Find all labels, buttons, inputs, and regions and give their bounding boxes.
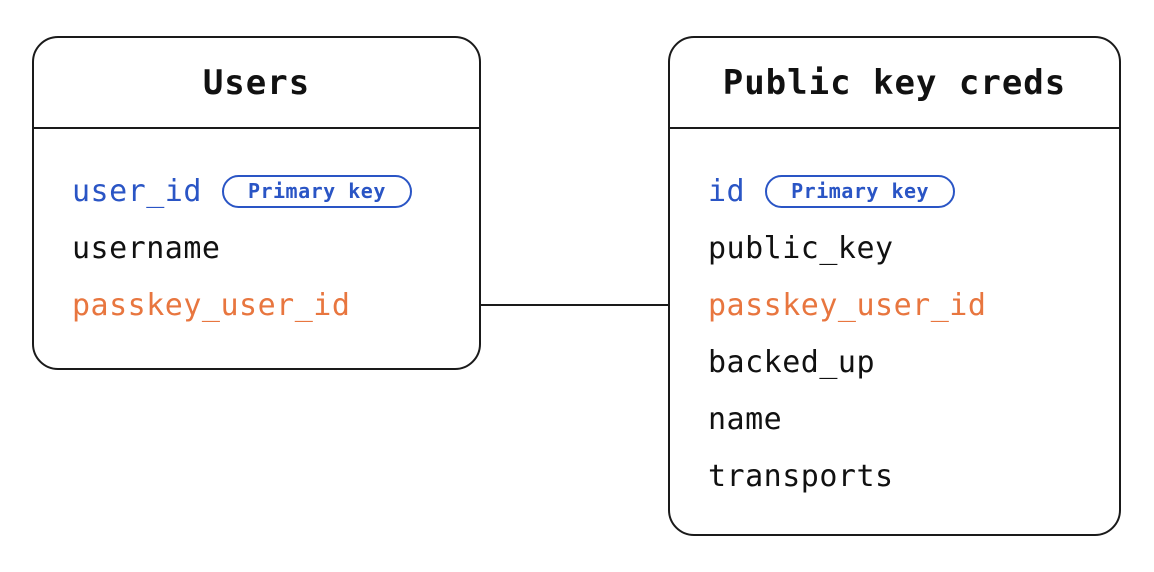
field-name: transports [708,459,894,494]
primary-key-badge: Primary key [221,175,412,208]
field-name: username [72,231,221,266]
field-name: id [708,174,746,209]
field-row: passkey_user_id [72,277,443,334]
table-users-header: Users [34,38,479,129]
table-public-key-creds: Public key creds id Primary key public_key… [668,36,1121,536]
primary-key-badge: Primary key [765,175,956,208]
field-row: public_key [708,220,1083,277]
field-name: name [708,402,783,437]
field-name: user_id [72,174,202,209]
field-name: passkey_user_id [708,288,987,323]
table-title: Users [202,62,311,103]
field-row: backed_up [708,334,1083,391]
field-row: transports [708,448,1083,505]
field-name: backed_up [708,345,876,380]
field-row: user_id Primary key [72,163,443,220]
table-public-key-creds-header: Public key creds [670,38,1119,129]
field-row: name [708,391,1083,448]
field-row: id Primary key [708,163,1083,220]
field-name: public_key [708,231,894,266]
field-row: passkey_user_id [708,277,1083,334]
relationship-line [481,304,668,306]
field-name: passkey_user_id [72,288,351,323]
field-row: username [72,220,443,277]
table-title: Public key creds [722,62,1067,103]
